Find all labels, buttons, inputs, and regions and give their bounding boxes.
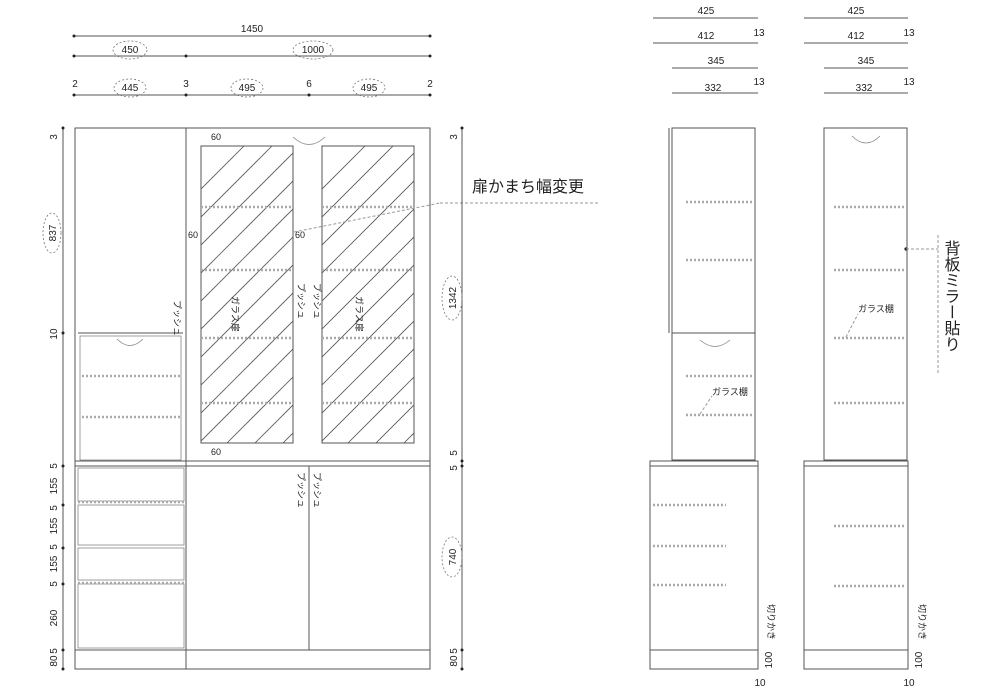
lh-top: 3 [49,134,60,140]
sa-w-4: 332 [705,83,722,94]
sb-w-4: 332 [856,83,873,94]
frame-change-callout: 扉かまち幅変更 [293,178,600,233]
sb-w-2r: 13 [903,28,915,39]
rh-lower: 740 [448,548,459,565]
front-cabinet [74,127,431,670]
push-label-lower-b: プッシュ [312,472,322,508]
frame-change-label: 扉かまち幅変更 [472,178,584,196]
glass-door-left [200,145,294,444]
push-label-lower-a: プッシュ [296,472,306,508]
lh-upper: 837 [48,224,59,241]
sb-w-3: 345 [858,56,875,67]
lh-g1: 5 [49,505,60,511]
left-height-dimensions: 3 837 10 5 155 5 155 5 155 5 260 5 80 [42,126,65,671]
frame-label-mid: 60 [295,230,305,240]
sb-glass-shelf-label: ガラス棚 [858,303,894,314]
push-label-upper-mid-a: プッシュ [296,283,306,319]
sb-notch-h: 100 [914,651,925,668]
glass-door-right [321,145,415,444]
lh-base: 80 [49,655,60,667]
rh-g: 5 [449,648,460,654]
frame-label-bottom: 60 [211,447,221,457]
front-width-dimensions: 1450 450 1000 2 445 3 495 6 495 2 [72,24,433,98]
sb-w-3r: 13 [903,77,915,88]
sa-glass-shelf-label: ガラス棚 [712,386,748,397]
lh-d3: 155 [49,555,60,572]
rh-upper: 1342 [448,286,459,309]
glass-door-label-left: ガラス扉 [230,296,241,332]
rh-base: 80 [449,655,460,667]
lh-counter: 5 [49,463,60,469]
gap-label: 3 [183,79,189,90]
right-width-label: 1000 [302,45,325,56]
frame-label-left: 60 [188,230,198,240]
overall-width-label: 1450 [241,24,264,35]
sa-w-top: 425 [698,6,715,17]
side-view-a: 425 412 13 345 13 332 ガラス棚 切りかき 100 10 [649,6,776,689]
lh-d4: 260 [49,609,60,626]
rh-top: 3 [449,134,460,140]
sa-w-3: 345 [708,56,725,67]
door-b-width-label: 495 [361,83,378,94]
lh-g3: 5 [49,581,60,587]
right-height-dimensions: 3 1342 5 5 740 5 80 [441,126,464,671]
sa-w-3r: 13 [753,77,765,88]
sb-w-2: 412 [848,31,865,42]
push-label-upper-left: プッシュ [172,300,182,336]
rh-mid: 5 [449,450,460,456]
sb-bottom: 10 [903,678,915,689]
frame-label-top: 60 [211,132,221,142]
sa-notch-h: 100 [764,651,775,668]
sb-notch-label: 切りかき [917,604,927,640]
sb-w-top: 425 [848,6,865,17]
light-icon [292,136,326,145]
push-label-upper-mid-b: プッシュ [312,283,322,319]
mirror-callout-label: 背板ミラー貼り [942,240,961,352]
edge-left-label: 2 [72,79,78,90]
side-view-b: 425 412 13 345 13 332 ガラス棚 切りかき 100 10 背… [803,6,961,689]
edge-right-label: 2 [427,79,433,90]
door-labels: ガラス扉 ガラス扉 プッシュ プッシュ プッシュ プッシュ プッシュ [172,283,365,508]
lh-d1: 155 [49,477,60,494]
frame-width-labels: 60 60 60 60 [188,132,305,457]
rh-counter: 5 [449,465,460,471]
lh-mid: 10 [49,328,60,340]
sa-w-2: 412 [698,31,715,42]
lh-g4: 5 [49,648,60,654]
door-a-width-label: 495 [239,83,256,94]
sa-bottom: 10 [754,678,766,689]
mid-gap-label: 6 [306,79,312,90]
left-width-label: 450 [122,45,139,56]
lh-g2: 5 [49,544,60,550]
lh-d2: 155 [49,517,60,534]
sa-notch-label: 切りかき [766,604,776,640]
sa-w-2r: 13 [753,28,765,39]
glass-door-label-right: ガラス扉 [354,296,365,332]
left-unit-width-label: 445 [122,83,139,94]
